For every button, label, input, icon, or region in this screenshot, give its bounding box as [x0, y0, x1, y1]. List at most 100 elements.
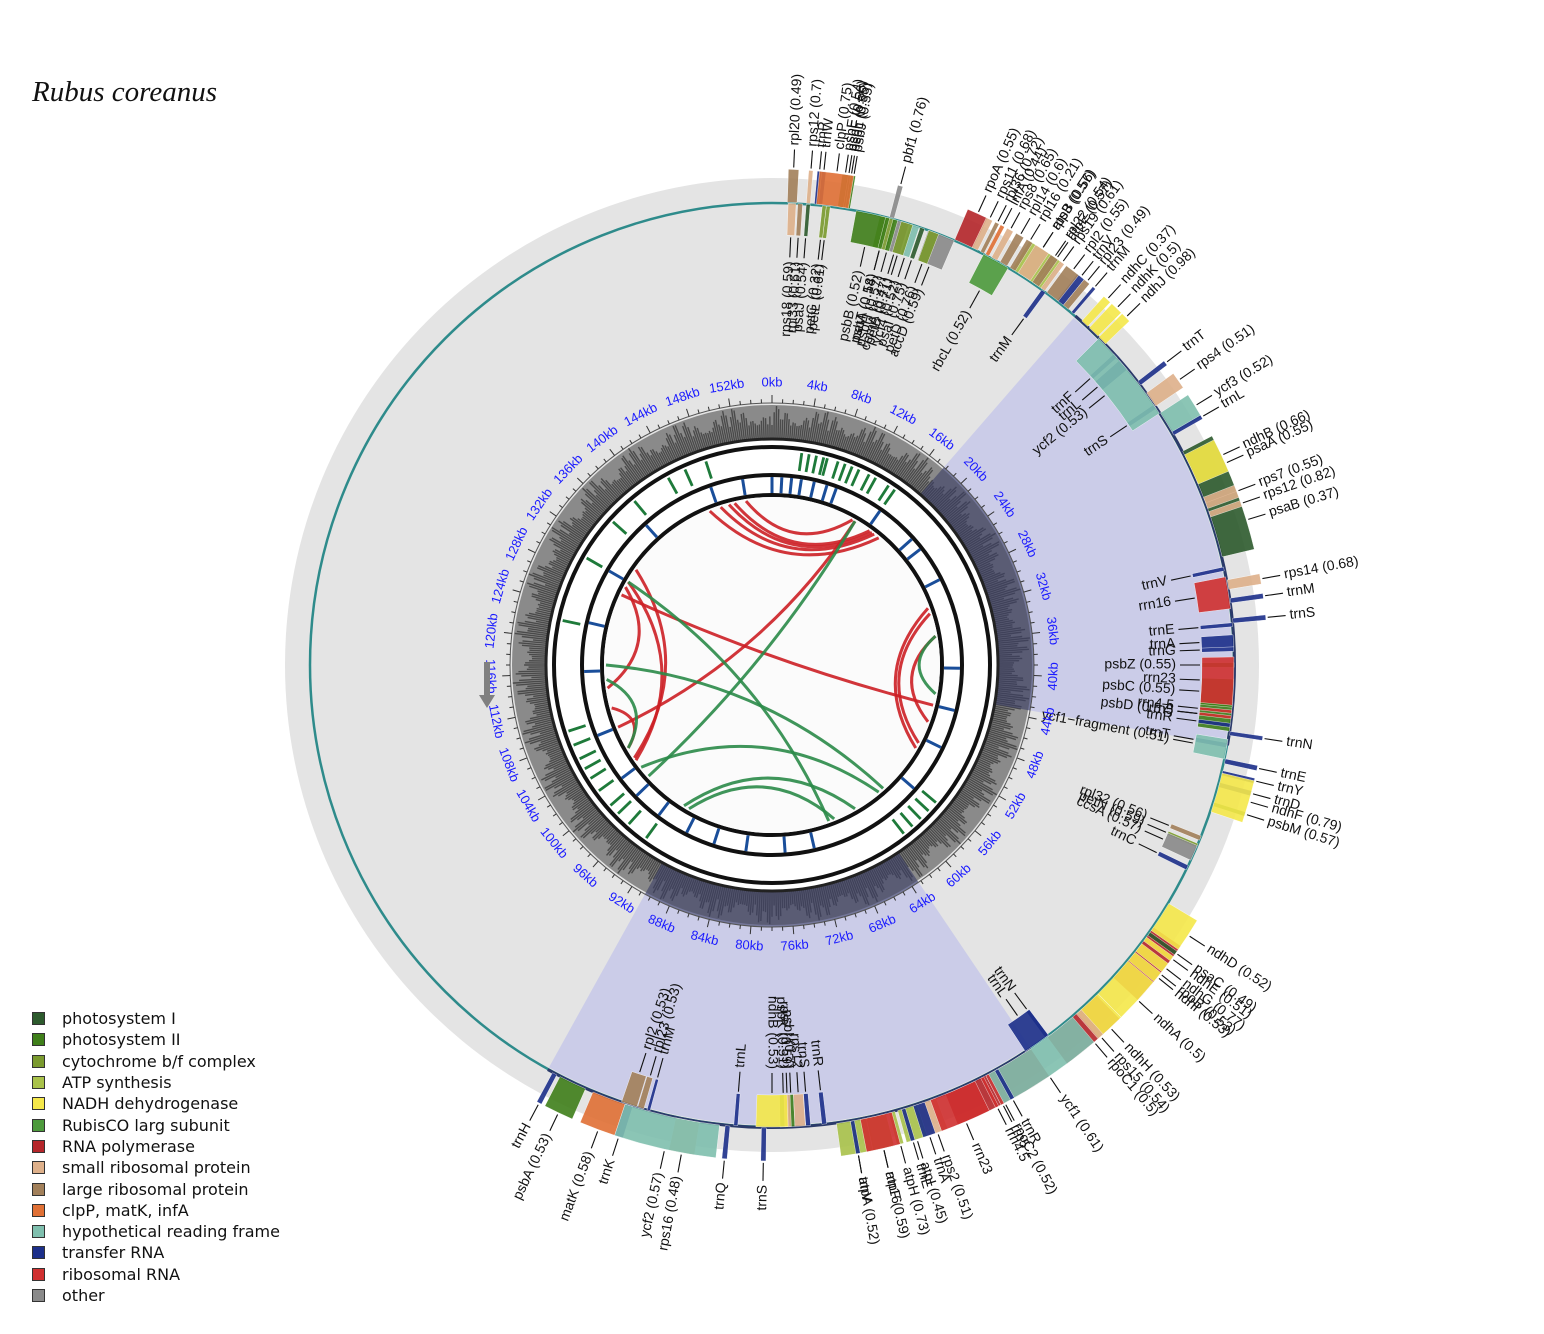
gene-leader — [1010, 212, 1021, 229]
gene-leader — [817, 1070, 821, 1091]
gene-leader — [659, 1151, 665, 1169]
gene-leader — [1177, 953, 1193, 966]
gene-leader — [1101, 1037, 1115, 1052]
gene-block — [889, 184, 904, 219]
gene-leader — [1246, 814, 1265, 821]
gene-leader — [897, 257, 905, 278]
legend-label: photosystem I — [62, 1009, 176, 1029]
gene-leader — [1055, 240, 1067, 256]
gene-block — [621, 1071, 647, 1108]
repeat-ring-outer — [552, 445, 992, 885]
gene-leader — [1087, 265, 1100, 281]
gene-leader — [1179, 678, 1200, 681]
gene-leader — [1011, 318, 1025, 336]
gene-leader — [1109, 425, 1128, 438]
legend-swatch — [32, 1246, 45, 1260]
gene-leader — [1267, 614, 1286, 618]
gene-block — [1184, 439, 1229, 485]
gene-block — [994, 1068, 1015, 1101]
gene-block — [544, 1076, 586, 1120]
gene-label: rrn23 — [1143, 669, 1176, 686]
gene-block — [1146, 373, 1184, 407]
gene-label: trnW — [817, 117, 836, 149]
gene-leader — [1003, 207, 1013, 225]
gene-block — [1229, 593, 1264, 604]
gene-label: trnS — [753, 1185, 769, 1211]
gene-label: trnV — [856, 1175, 876, 1204]
gene-label: rps12 — [788, 1033, 806, 1069]
legend-item: transfer RNA — [32, 1242, 280, 1263]
gene-label: matK (0.58) — [556, 1149, 597, 1223]
gene-label: psbC (0.55) — [1102, 676, 1176, 696]
gene-block — [1076, 1009, 1104, 1040]
gene-leader — [937, 1134, 945, 1152]
gene-leader — [1117, 293, 1131, 308]
gene-label: trnG — [1148, 642, 1176, 659]
repeat-chord — [733, 502, 871, 546]
legend-label: hypothetical reading frame — [62, 1222, 280, 1242]
species-title: Rubus coreanus — [32, 76, 217, 108]
gene-block — [614, 1103, 720, 1159]
kb-label: 36kb — [1044, 616, 1062, 646]
gene-label: pbf1 (0.76) — [898, 95, 931, 165]
repeat-chord — [647, 520, 857, 778]
gene-leader — [639, 1052, 647, 1073]
gene-leader — [796, 237, 799, 258]
gene-block — [1226, 573, 1262, 590]
repeat-chord — [605, 663, 885, 790]
gene-leader — [997, 204, 1007, 222]
repeat-chord — [897, 612, 931, 744]
gene-label: trnA — [931, 1155, 955, 1185]
gene-leader — [1081, 260, 1094, 276]
gene-leader — [929, 1137, 937, 1155]
gene-leader — [851, 155, 856, 174]
legend-label: large ribosomal protein — [62, 1179, 249, 1199]
gene-block — [1171, 414, 1203, 436]
legend-label: small ribosomal protein — [62, 1158, 251, 1178]
repeat-chord — [633, 568, 668, 759]
legend-label: cytochrome b/f complex — [62, 1051, 256, 1071]
gene-block — [721, 1125, 731, 1160]
kb-label: 152kb — [708, 375, 745, 395]
gene-block — [1198, 711, 1232, 720]
gene-block — [1143, 936, 1174, 962]
gene-block — [980, 221, 1000, 254]
gene-leader — [853, 155, 858, 174]
gene-block — [1017, 244, 1049, 281]
gene-block — [579, 1091, 628, 1137]
repeat-chord — [605, 678, 638, 749]
gene-block — [1224, 758, 1258, 771]
gene-leader — [590, 1131, 599, 1149]
legend-item: NADH dehydrogenase — [32, 1093, 280, 1114]
gene-block — [733, 1093, 741, 1126]
gene-leader — [1138, 1001, 1153, 1015]
gene-leader — [1081, 386, 1098, 401]
gene-block — [1161, 832, 1198, 861]
gene-block — [787, 169, 800, 203]
gene-block — [1147, 931, 1178, 956]
gene-leader — [789, 237, 792, 258]
gene-leader — [1196, 394, 1213, 406]
gene-label: rpl20 (0.49) — [785, 74, 804, 146]
gene-block — [795, 203, 803, 237]
gene-leader — [1042, 231, 1054, 248]
legend-swatch — [32, 1118, 45, 1132]
kb-label: 84kb — [689, 927, 720, 948]
gene-leader — [612, 1138, 619, 1156]
gene-leader — [1150, 817, 1170, 826]
gene-leader — [1177, 705, 1198, 709]
legend-label: photosystem II — [62, 1030, 181, 1050]
repeat-ring-mid — [580, 473, 964, 857]
gene-leader — [1005, 1104, 1015, 1121]
gene-block — [968, 254, 1009, 296]
gene-block — [1022, 289, 1046, 319]
repeat-chord — [708, 509, 880, 557]
legend-swatch — [32, 1203, 45, 1217]
gene-block — [806, 170, 814, 204]
gene-label: rpl33 (0.61) — [783, 261, 803, 333]
gene-label: psaJ (0.54) — [789, 262, 810, 333]
gene-leader — [1074, 378, 1091, 393]
gene-leader — [677, 1154, 682, 1173]
gene-leader — [1111, 1028, 1125, 1043]
legend-swatch — [32, 1161, 45, 1175]
